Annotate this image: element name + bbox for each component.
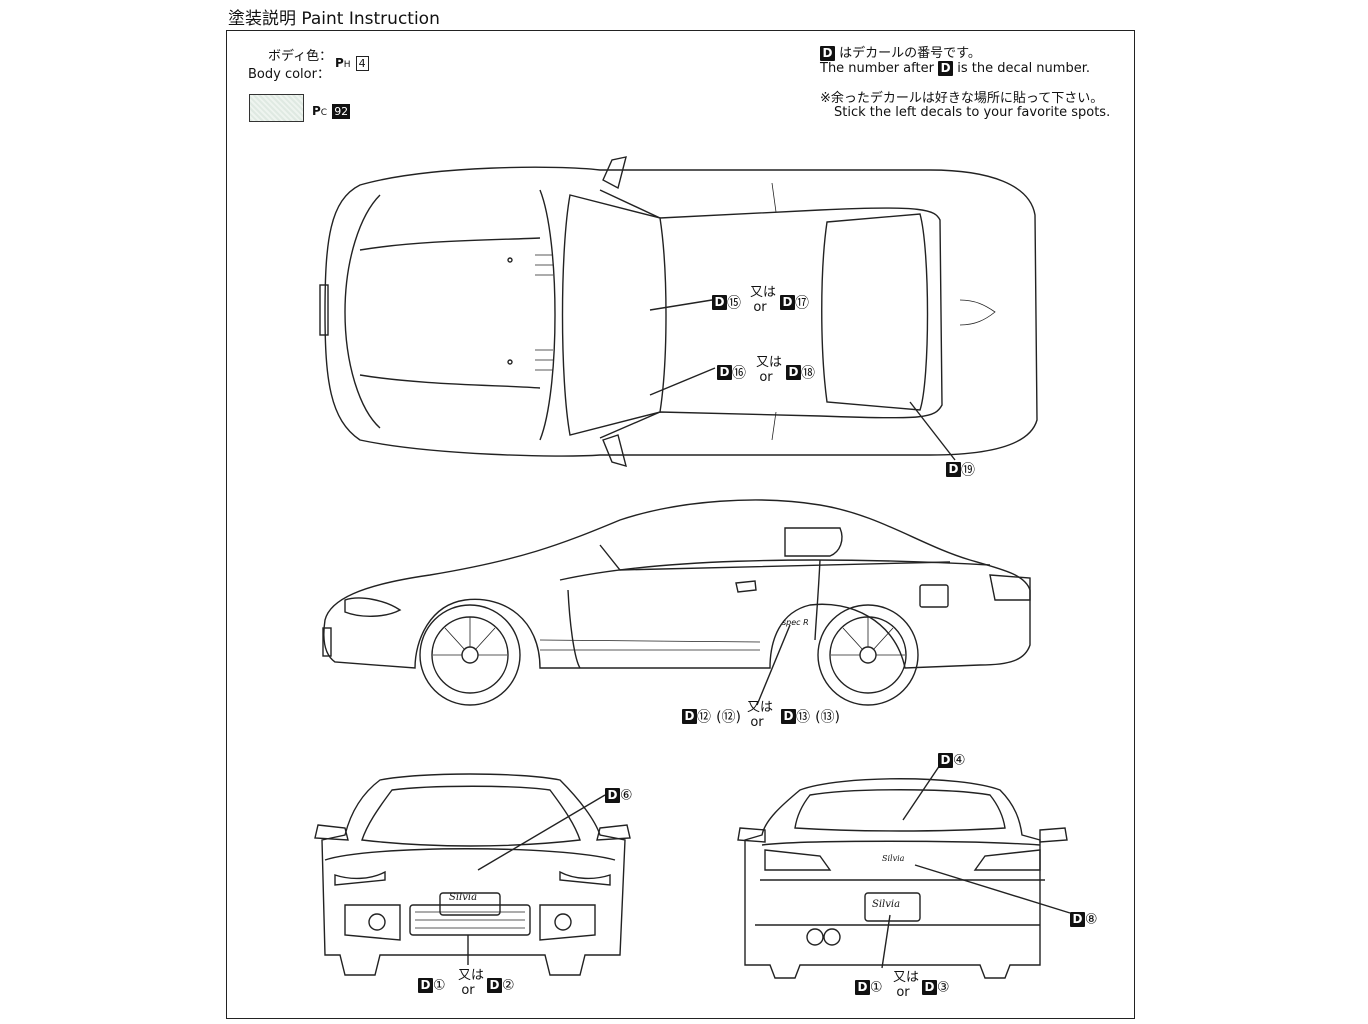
front-plate-badge: Silvia [449,892,478,903]
swatch-color-code: PC 92 [312,100,351,119]
instruction-frame [226,30,1135,1019]
note-text: is the decal number. [957,61,1090,76]
paint-code-prefix: P [312,104,321,118]
word-or: or [896,985,910,1000]
word-or: or [759,370,773,385]
decal-marker: D [717,365,732,380]
decal-number: ③ [937,979,950,996]
callout-mata-or-1: 又は or [750,285,777,315]
note-text: はデカールの番号です。 [839,46,981,61]
decal-number: ① [870,979,883,996]
decal-number: ⑧ [1085,911,1098,928]
page-title: 塗装説明 Paint Instruction [228,9,440,29]
note-line-4: Stick the left decals to your favorite s… [834,105,1111,120]
decal-marker: D [922,980,937,995]
callout-mata-or-2: 又は or [756,355,783,385]
word-or: or [461,983,475,998]
paint-code-prefix: P [335,56,344,70]
decal-marker: D [605,788,620,803]
rear-script-badge: Silvia [882,854,905,863]
decal-marker: D [820,46,835,61]
decal-marker: D [946,462,961,477]
decal-number: ⑰ [795,295,809,312]
decal-number: ④ [953,752,966,769]
note-line-2: The number after D is the decal number. [820,61,1090,76]
decal-marker: D [682,709,697,724]
callout-mata-or-5: 又は or [893,970,920,1000]
decal-marker: D [938,61,954,76]
decal-number: ⑱ [801,365,815,382]
decal-marker: D [487,978,502,993]
note-line-1: D はデカールの番号です。 [820,42,981,61]
decal-marker: D [1070,912,1085,927]
car-side-view [322,499,1031,706]
decal-number: ⑲ [961,462,975,479]
body-color-label-en: Body color： [248,67,330,82]
paint-code-number: 92 [332,104,351,119]
word-or: or [750,715,764,730]
note-line-3: ※余ったデカールは好きな場所に貼って下さい。 [820,91,1104,106]
decal-marker: D [855,980,870,995]
decal-number: ⑥ [620,787,633,804]
decal-number: ② [502,977,515,994]
rear-plate-badge: Silvia [872,899,901,910]
decal-marker: D [781,709,796,724]
car-front-view [314,773,631,976]
decal-number-alt: (⑫) [716,709,742,726]
decal-marker: D [712,295,727,310]
decal-number: ① [433,977,446,994]
body-color-code: PH 4 [335,52,369,71]
paint-code-sub: H [343,60,351,70]
word-mata: 又は [747,700,774,715]
note-text: The number after [820,61,934,76]
word-mata: 又は [756,355,783,370]
car-top-view [319,156,1038,468]
word-mata: 又は [458,968,485,983]
decal-marker: D [938,753,953,768]
word-or: or [753,300,767,315]
decal-number: ⑯ [732,365,746,382]
paint-code-sub: C [320,108,328,118]
decal-marker: D [418,978,433,993]
paint-swatch [249,94,304,122]
word-mata: 又は [893,970,920,985]
word-mata: 又は [750,285,777,300]
body-color-label-jp: ボディ色： [268,49,333,64]
car-rear-view [737,778,1068,979]
decal-number: ⑬ [796,709,810,726]
decal-number: ⑮ [727,295,741,312]
decal-leader-lines [467,299,1071,969]
decal-number-alt: (⑬) [815,709,841,726]
decal-number: ⑫ [697,709,711,726]
decal-marker: D [780,295,795,310]
decal-marker: D [786,365,801,380]
callout-mata-or-3: 又は or [747,700,774,730]
callout-mata-or-4: 又は or [458,968,485,998]
side-badge: spec R [782,618,809,627]
paint-code-number: 4 [355,56,369,71]
